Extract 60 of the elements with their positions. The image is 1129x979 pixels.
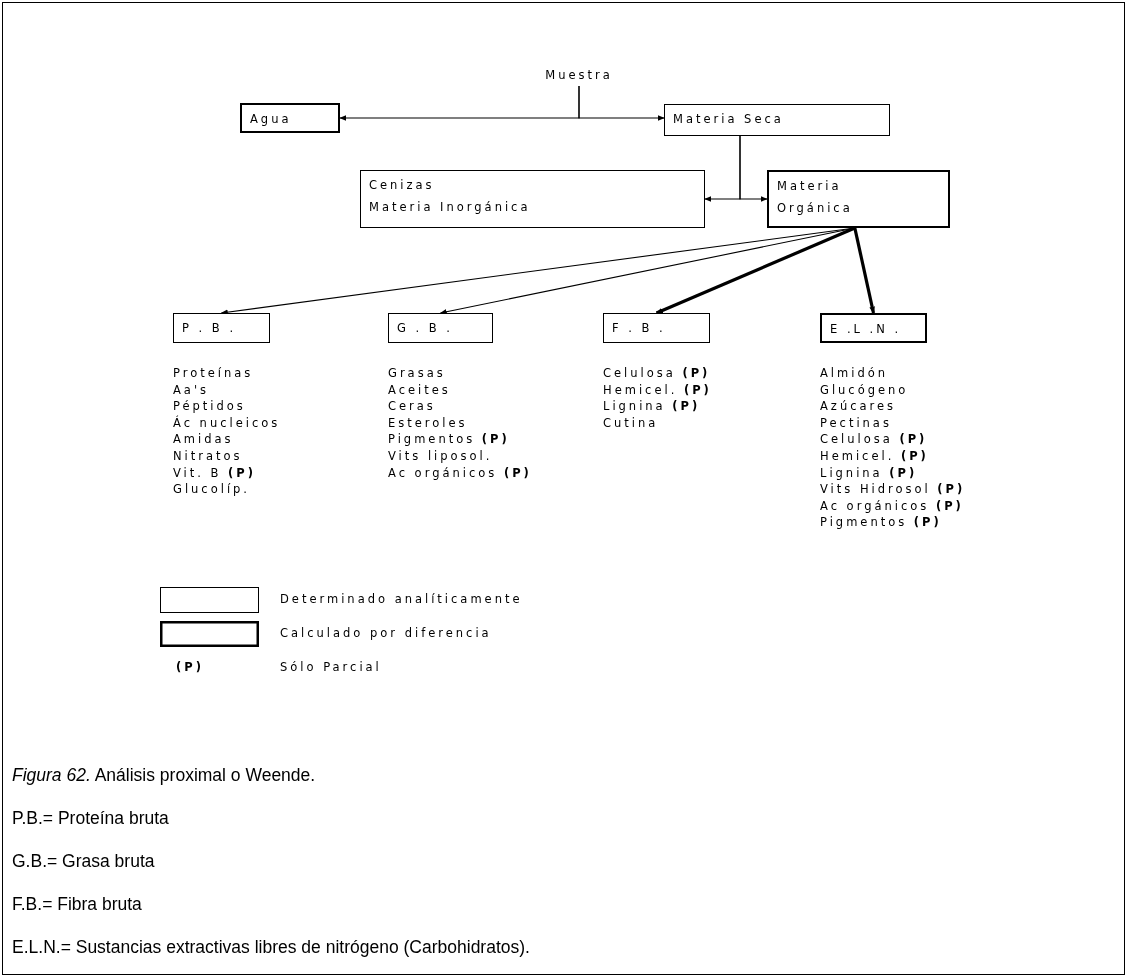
component-name: Hemicel. (P) xyxy=(603,381,712,399)
component-name: Nitratos xyxy=(173,448,243,465)
process-box xyxy=(767,170,950,228)
component-name: Glucolíp. xyxy=(173,481,250,498)
process-box xyxy=(664,104,890,136)
component-name: Amidas xyxy=(173,431,234,448)
legend-symbol: (P) xyxy=(176,660,204,674)
component-name: Ác nucleicos xyxy=(173,414,281,432)
component-name: Celulosa (P) xyxy=(603,365,711,382)
component-name: Cutina xyxy=(603,414,659,432)
box-label: Materia Orgánica xyxy=(777,178,854,217)
arrow xyxy=(655,226,856,315)
box-label: Agua xyxy=(250,111,293,128)
component-name: Aceites xyxy=(388,381,451,399)
box-label: P . B . xyxy=(182,320,238,337)
process-box xyxy=(173,313,270,343)
process-box xyxy=(820,313,927,343)
process-box xyxy=(603,313,710,343)
component-name: Celulosa (P) xyxy=(820,431,928,448)
component-name: Lignina (P) xyxy=(820,464,918,482)
component-name: Péptidos xyxy=(173,398,246,415)
arrow xyxy=(739,135,768,202)
component-name: Pectinas xyxy=(820,414,892,432)
component-name: Grasas xyxy=(388,365,446,382)
component-name: Vits liposol. xyxy=(388,448,493,465)
process-box xyxy=(360,170,705,228)
process-box xyxy=(240,103,340,133)
box-label: Cenizas xyxy=(369,177,436,194)
box-label: G . B . xyxy=(397,320,454,337)
legend-label: Sólo Parcial xyxy=(280,660,382,674)
component-name: Azúcares xyxy=(820,398,897,415)
component-name: Lignina (P) xyxy=(603,398,701,415)
process-box xyxy=(388,313,493,343)
box-label: E .L .N . xyxy=(830,321,903,338)
abbreviation-note: P.B.= Proteína bruta xyxy=(12,808,169,829)
component-name: Vits Hidrosol (P) xyxy=(820,481,966,498)
component-name: Ac orgánicos (P) xyxy=(388,464,532,482)
component-name: Hemicel. (P) xyxy=(820,448,929,465)
component-name: Ac orgánicos (P) xyxy=(820,497,964,515)
abbreviation-note: G.B.= Grasa bruta xyxy=(12,851,155,872)
abbreviation-note: F.B.= Fibra bruta xyxy=(12,894,142,915)
component-name: Aa's xyxy=(173,381,210,399)
component-name: Proteínas xyxy=(173,365,254,382)
arrow xyxy=(853,227,876,314)
box-label: F . B . xyxy=(612,320,667,337)
component-name: Glucógeno xyxy=(820,381,909,399)
component-name: Pigmentos (P) xyxy=(820,514,942,531)
component-name: Pigmentos (P) xyxy=(388,431,510,448)
component-name: Esteroles xyxy=(388,414,468,432)
component-name: Vit. B (P) xyxy=(173,464,257,482)
box-label: Materia Seca xyxy=(673,111,785,128)
figure-caption: Figura 62. Análisis proximal o Weende. xyxy=(12,765,316,786)
box-label: Materia Inorgánica xyxy=(369,199,532,216)
legend-label: Calculado por diferencia xyxy=(280,626,492,640)
component-name: Almidón xyxy=(820,365,888,382)
arrow xyxy=(578,85,665,121)
node-label: Muestra xyxy=(544,67,614,84)
legend-label: Determinado analíticamente xyxy=(280,592,523,606)
component-name: Ceras xyxy=(388,398,436,415)
abbreviation-note: E.L.N.= Sustancias extractivas libres de nitrógeno (Carbohidratos). xyxy=(12,937,530,958)
